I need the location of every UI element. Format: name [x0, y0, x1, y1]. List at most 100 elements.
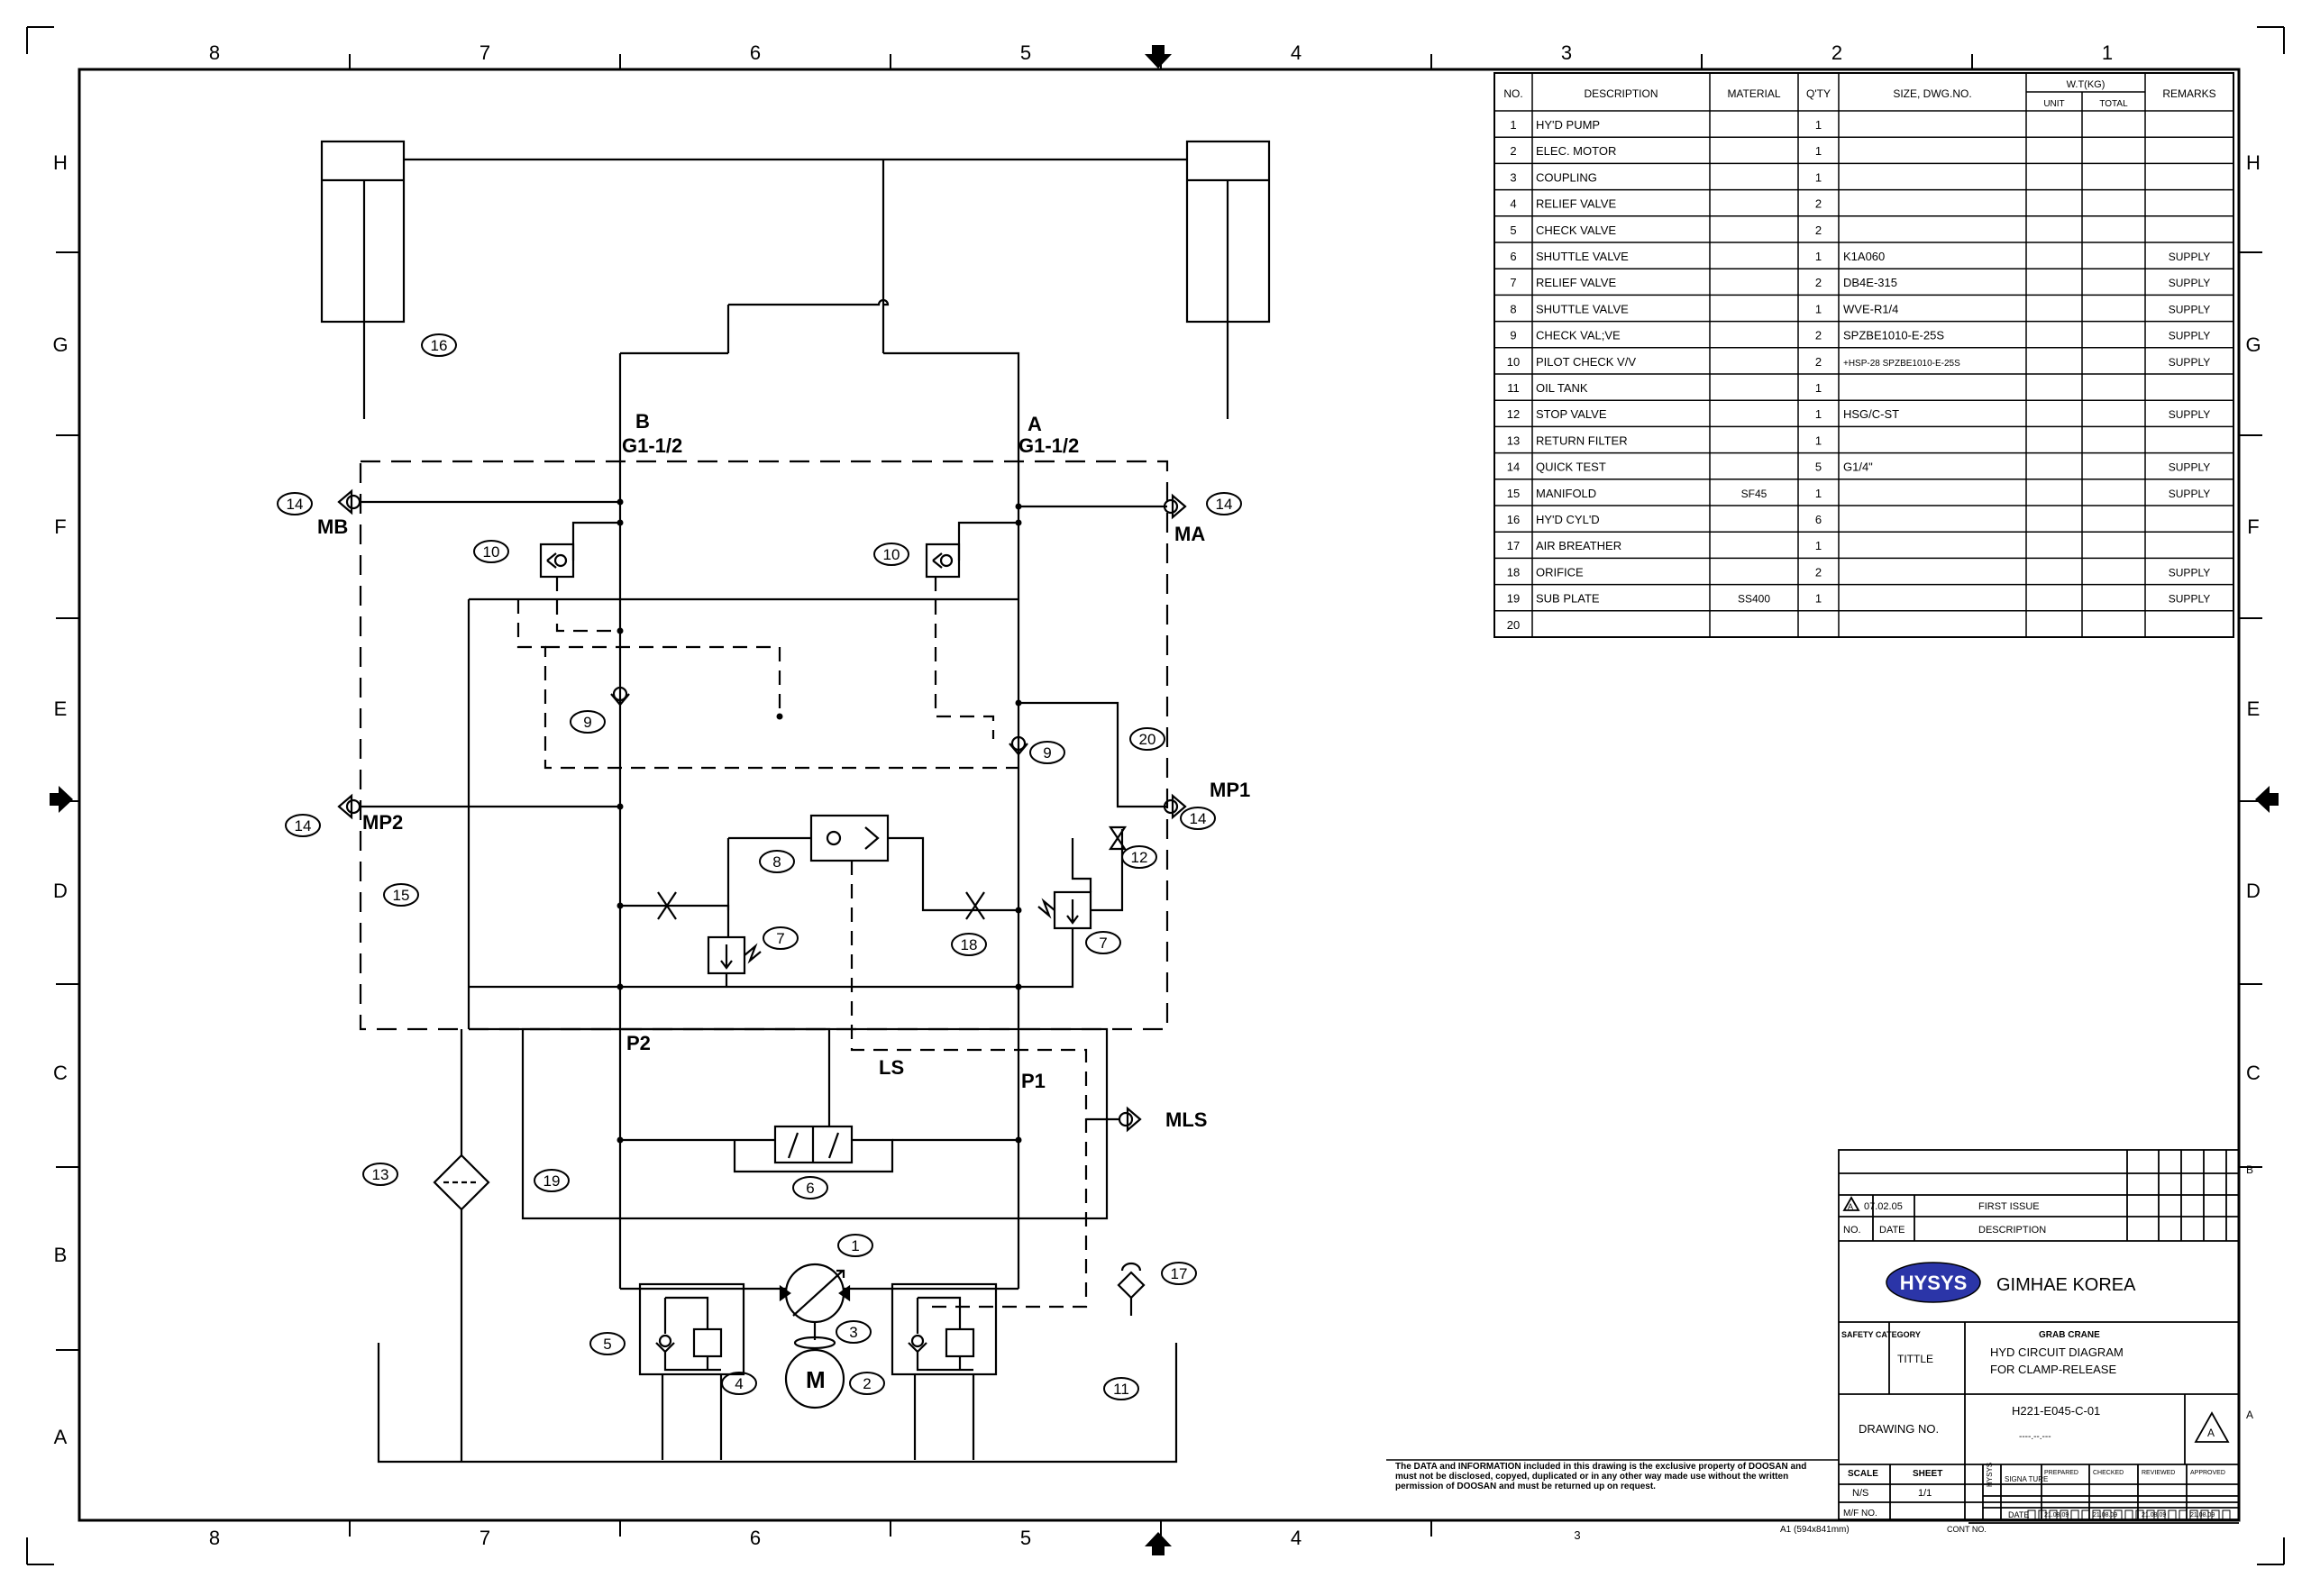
balloon-number: 15: [393, 887, 410, 904]
row-label-right: F: [2247, 515, 2259, 538]
title-line-1: GRAB CRANE: [2039, 1330, 2100, 1340]
sheet-label: SHEET: [1913, 1469, 1942, 1479]
col-label-top: 3: [1561, 41, 1572, 64]
balloon-circle: [589, 1332, 626, 1355]
col-label-top: 6: [750, 41, 761, 64]
oil-tank: [377, 1343, 1178, 1464]
col-label-top: 2: [1831, 41, 1842, 64]
row-label-left: B: [54, 1244, 68, 1266]
bom-row-remarks: SUPPLY: [2169, 461, 2210, 474]
balloon-number: 10: [483, 543, 500, 561]
port-labels: B G1-1/2 A G1-1/2 MB MA MP2 MP1 P2 LS P1…: [317, 410, 1250, 1393]
balloon-number: 9: [583, 714, 591, 731]
bom-row-qty: 1: [1815, 144, 1822, 158]
balloon-number: 8: [772, 853, 781, 871]
bom-row-description: CHECK VALVE: [1536, 223, 1616, 237]
bom-row-size: +HSP-28 SPZBE1010-E-25S: [1843, 359, 1960, 369]
drawing-frame: [26, 26, 2285, 1565]
port-mp1-label: MP1: [1210, 779, 1250, 801]
bom-row-qty: 2: [1815, 276, 1822, 289]
bom-row-qty: 1: [1815, 433, 1822, 447]
bom-row-qty: 5: [1815, 461, 1822, 474]
balloon-circle: [362, 1163, 398, 1186]
balloon-circle: [285, 814, 321, 837]
rev-mark: A: [1848, 1202, 1853, 1211]
bottom-center-arrow: [1145, 1532, 1172, 1555]
bom-row-qty: 1: [1815, 170, 1822, 184]
bom-row-remarks: SUPPLY: [2169, 303, 2210, 315]
port-a-size: G1-1/2: [1018, 434, 1079, 457]
line-b: [618, 351, 728, 1289]
balloon-number: 19: [543, 1172, 561, 1190]
bom-row-description: CHECK VAL;VE: [1536, 329, 1621, 342]
bom-row-no: 12: [1507, 407, 1520, 421]
bom-row-qty: 2: [1815, 223, 1822, 237]
relief-block-right: [891, 1282, 998, 1376]
shuttle-valve-8: [809, 814, 890, 862]
bom-row-remarks: SUPPLY: [2169, 251, 2210, 263]
bom-row-no: 16: [1507, 513, 1520, 526]
bom-row-description: RELIEF VALVE: [1536, 197, 1616, 211]
bom-row-qty: 1: [1815, 381, 1822, 395]
bom-row-description: SHUTTLE VALVE: [1536, 302, 1629, 315]
bom-row-qty: 2: [1815, 197, 1822, 211]
col-label-top: 7: [480, 41, 490, 64]
hydraulic-circuit: [320, 140, 1271, 1464]
sheet-value: 1/1: [1918, 1488, 1932, 1499]
bom-row-remarks: SUPPLY: [2169, 408, 2210, 421]
date-checked: 21.08.09: [2093, 1512, 2117, 1518]
balloon-circle: [1085, 931, 1121, 954]
bom-row-no: 4: [1510, 197, 1516, 211]
bom-header-unit: UNIT: [2043, 99, 2064, 109]
bom-row-size: SPZBE1010-E-25S: [1843, 329, 1944, 342]
bom-row-no: 19: [1507, 592, 1520, 606]
bom-row-description: HY'D PUMP: [1536, 118, 1600, 132]
col-label-bottom: 5: [1020, 1527, 1031, 1549]
line-a: [883, 351, 1020, 1289]
row-label-right-small: B: [2246, 1163, 2253, 1176]
pilot-dashed-right: [934, 577, 995, 739]
bom-row-description: AIR BREATHER: [1536, 539, 1621, 552]
port-ma-label: MA: [1174, 523, 1205, 545]
rev-hdr-date: DATE: [1879, 1225, 1905, 1236]
bom-header-qty: Q'TY: [1806, 87, 1831, 100]
bom-header-total: TOTAL: [2099, 99, 2128, 109]
checked-label: CHECKED: [2093, 1470, 2124, 1476]
scale-value: N/S: [1852, 1488, 1868, 1499]
port-mp2-label: MP2: [362, 811, 403, 834]
row-label-left: F: [54, 515, 66, 538]
title-label: TITTLE: [1897, 1353, 1933, 1365]
centering-arrows: [50, 45, 2279, 1555]
balloon-number: 14: [1190, 810, 1207, 827]
row-label-right: G: [2245, 333, 2261, 356]
bom-row-qty: 1: [1815, 250, 1822, 263]
bom-row-remarks: SUPPLY: [2169, 488, 2210, 500]
port-a-label: A: [1028, 413, 1042, 435]
bom-row-no: 10: [1507, 355, 1520, 369]
bom-row-size: DB4E-315: [1843, 276, 1897, 289]
balloon-circle: [1129, 727, 1165, 751]
bom-row-description: MANIFOLD: [1536, 487, 1596, 500]
row-label-left: H: [53, 151, 68, 174]
balloon-number: 4: [735, 1375, 743, 1392]
bom-row-size: K1A060: [1843, 250, 1885, 263]
bom-row-size: WVE-R1/4: [1843, 302, 1898, 315]
balloon-circle: [277, 492, 313, 515]
col-label-top: 4: [1291, 41, 1302, 64]
bom-row-description: STOP VALVE: [1536, 407, 1607, 421]
pilot-dashed-mid: [545, 645, 781, 716]
drawing-no: H221-E045-C-01: [2012, 1404, 2100, 1418]
col-label-top: 1: [2102, 41, 2113, 64]
right-center-arrow: [2255, 786, 2279, 813]
bom-header-material: MATERIAL: [1727, 87, 1780, 100]
bom-row-qty: 6: [1815, 513, 1822, 526]
bom-row-no: 5: [1510, 223, 1516, 237]
row-label-left: C: [53, 1062, 68, 1084]
cont-no: CONT NO.: [1947, 1525, 1987, 1534]
port-mls-label: MLS: [1165, 1108, 1207, 1131]
rev-hdr-desc: DESCRIPTION: [1978, 1225, 2046, 1236]
bom-row-no: 3: [1510, 170, 1516, 184]
bom-row-no: 2: [1510, 144, 1516, 158]
balloon-number: 9: [1043, 744, 1051, 762]
